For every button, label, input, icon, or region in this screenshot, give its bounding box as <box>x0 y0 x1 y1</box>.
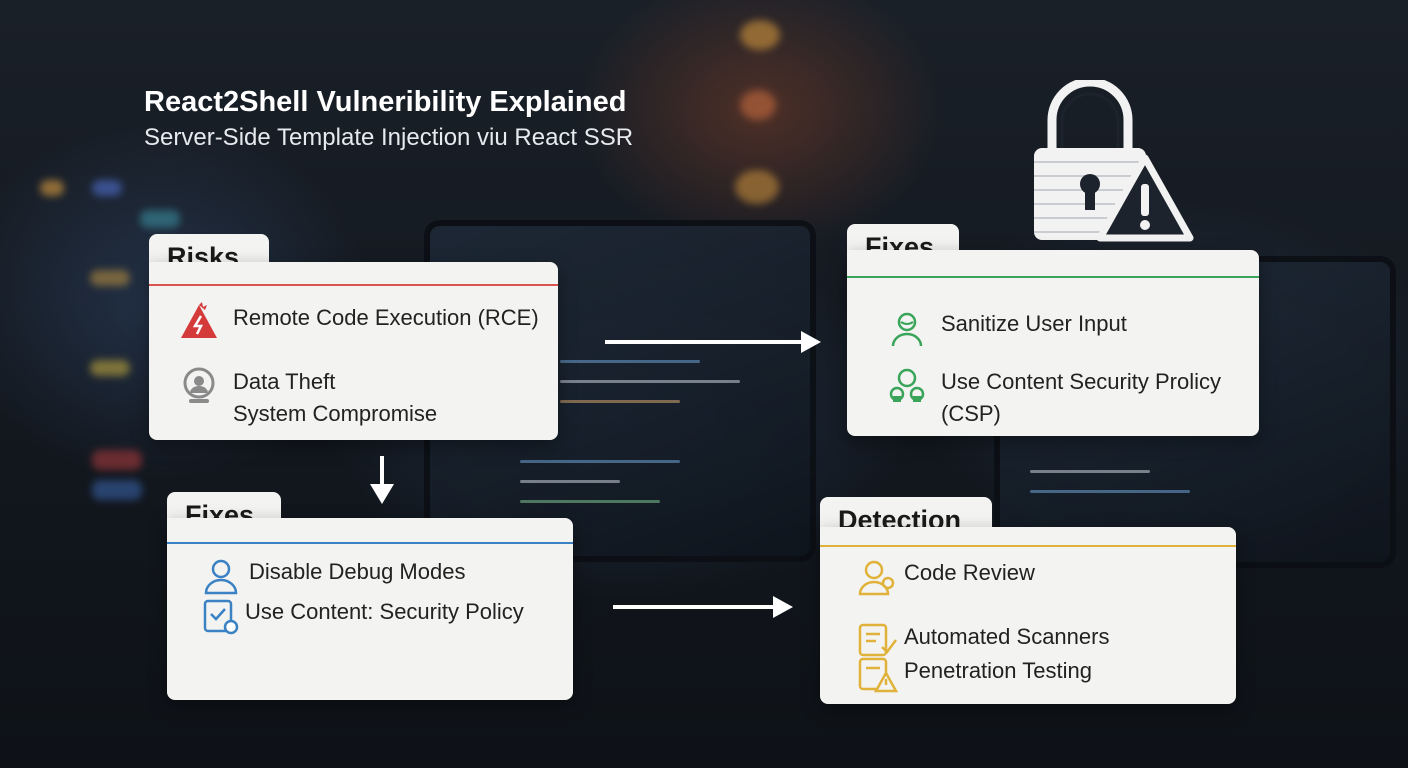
user-review-icon <box>858 560 895 596</box>
fixes-top-card: Fixes Sanitize User Input Use Content Se <box>847 224 1259 436</box>
list-item: Code Review <box>858 557 1035 597</box>
code-line <box>1030 490 1190 493</box>
document-check-icon <box>858 623 897 657</box>
code-line <box>560 360 700 363</box>
user-icon <box>204 559 238 595</box>
fixes-bottom-divider <box>167 542 573 544</box>
fixes-top-divider <box>847 276 1259 278</box>
user-shield-icon <box>891 312 923 347</box>
code-line <box>1030 470 1150 473</box>
bokeh-light <box>140 210 180 228</box>
list-item: Use Content Security Prolicy (CSP) <box>887 366 1259 430</box>
bokeh-light <box>735 170 779 204</box>
risk-data-theft-text: Data Theft <box>233 369 336 394</box>
document-settings-icon <box>203 599 239 635</box>
detect-scanners-text: Automated Scanners <box>904 624 1110 649</box>
list-item: Penetration Testing <box>858 655 1092 695</box>
padlock-warning-icon <box>1034 80 1194 242</box>
code-line <box>520 460 680 463</box>
list-item: Data Theft System Compromise <box>179 366 437 430</box>
webcam-user-icon <box>183 367 215 403</box>
detection-card: Detection Code Review Automated Scanners <box>820 497 1236 704</box>
bokeh-light <box>90 360 130 376</box>
detection-panel: Code Review Automated Scanners Penet <box>820 527 1236 704</box>
bokeh-light <box>90 270 130 286</box>
list-item: Sanitize User Input <box>887 308 1127 348</box>
code-line <box>520 480 620 483</box>
risks-divider <box>149 284 558 286</box>
fixes-bottom-panel: Disable Debug Modes Use Content: Securit… <box>167 518 573 700</box>
risk-rce-text: Remote Code Execution (RCE) <box>233 305 539 330</box>
fix-sanitize-text: Sanitize User Input <box>941 311 1127 336</box>
fix-debug-text: Disable Debug Modes <box>249 559 466 584</box>
list-item: Remote Code Execution (RCE) <box>179 302 539 342</box>
list-item: Automated Scanners <box>858 621 1109 661</box>
bokeh-light <box>92 180 122 196</box>
risks-card: Risks Remote Code Execution (RCE) Data T… <box>149 234 558 440</box>
detect-pentest-text: Penetration Testing <box>904 658 1092 683</box>
arrow-down <box>370 456 394 504</box>
code-line <box>560 380 740 383</box>
fix-csp-text: Use Content Security Prolicy (CSP) <box>941 369 1221 426</box>
detection-divider <box>820 545 1236 547</box>
bokeh-light <box>40 180 64 196</box>
fix-content-security-text: Use Content: Security Policy <box>245 599 524 624</box>
page-subtitle: Server-Side Template Injection viu React… <box>144 124 634 151</box>
bokeh-light <box>740 90 776 120</box>
bokeh-light <box>92 450 142 470</box>
users-lock-icon <box>889 368 925 402</box>
code-line <box>560 400 680 403</box>
fixes-top-panel: Sanitize User Input Use Content Security… <box>847 250 1259 436</box>
list-item: Disable Debug Modes <box>201 556 465 596</box>
arrow-right-bottom <box>613 596 793 618</box>
bokeh-light <box>740 20 780 50</box>
warning-explosion-icon <box>181 302 217 338</box>
document-warning-icon <box>858 657 898 693</box>
fixes-bottom-card: Fixes Disable Debug Modes Use Content: S… <box>167 492 573 700</box>
risks-panel: Remote Code Execution (RCE) Data Theft S… <box>149 262 558 440</box>
arrow-right-top <box>605 331 821 353</box>
code-line <box>520 500 660 503</box>
page-title: React2Shell Vulneribility Explained <box>144 86 627 118</box>
bokeh-light <box>92 480 142 500</box>
detect-code-review-text: Code Review <box>904 560 1035 585</box>
risk-system-compromise-text: System Compromise <box>233 401 438 426</box>
list-item: Use Content: Security Policy <box>201 596 524 636</box>
